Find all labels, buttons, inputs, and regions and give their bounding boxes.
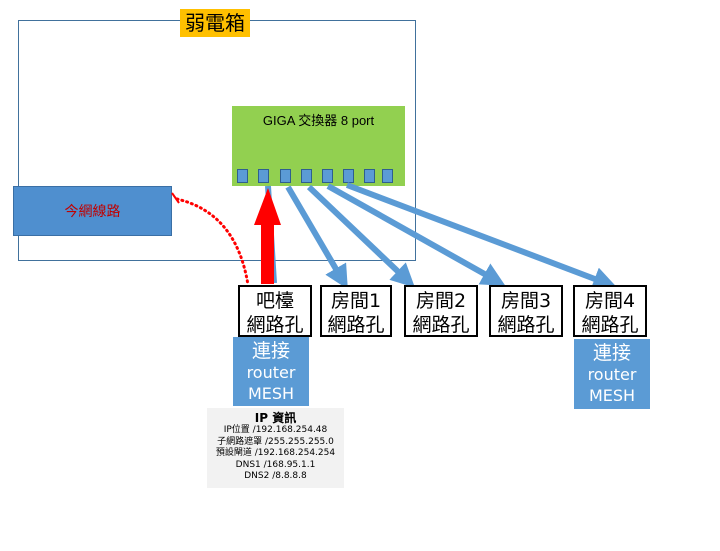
arrow-room4 xyxy=(345,182,617,291)
router-label: MESH xyxy=(247,384,295,403)
red-curve-tail xyxy=(171,192,180,204)
router-box-bar: 連接 router MESH xyxy=(233,337,309,406)
room-box-2: 房間2 網路孔 xyxy=(404,285,478,337)
room-label: 房間1 xyxy=(330,290,382,312)
router-label: 連接 xyxy=(251,340,290,362)
default-gateway: 預設閘道 /192.168.254.254 xyxy=(215,448,336,458)
switch-port-4 xyxy=(301,169,312,183)
switch-label: GIGA 交換器 8 port xyxy=(262,113,375,128)
switch-port-5 xyxy=(322,169,333,183)
room-box-4: 房間4 網路孔 xyxy=(573,285,647,337)
arrow-room3 xyxy=(326,183,506,286)
room-box-3: 房間3 網路孔 xyxy=(489,285,563,337)
router-label: MESH xyxy=(588,386,636,405)
room-sublabel: 網路孔 xyxy=(581,314,639,336)
router-label: router xyxy=(246,363,296,382)
room-box-1: 房間1 網路孔 xyxy=(320,285,392,337)
switch-port-2 xyxy=(258,169,269,183)
incoming-line-box: 今網線路 xyxy=(13,186,172,236)
switch-port-7 xyxy=(364,169,375,183)
router-box-room4: 連接 router MESH xyxy=(574,339,650,409)
dns2: DNS2 /8.8.8.8 xyxy=(244,471,307,481)
subnet-mask: 子網路遮罩 /255.255.255.0 xyxy=(217,436,334,447)
ip-info-panel: IP 資訊 IP位置 /192.168.254.48 子網路遮罩 /255.25… xyxy=(207,408,344,488)
arrow-room2 xyxy=(306,184,415,288)
dns1: DNS1 /168.95.1.1 xyxy=(235,459,316,470)
room-label: 吧檯 xyxy=(255,290,294,312)
room-label: 房間3 xyxy=(500,290,552,312)
cabinet-title: 弱電箱 xyxy=(180,9,250,37)
room-box-bar: 吧檯 網路孔 xyxy=(238,285,312,337)
router-label: 連接 xyxy=(592,342,631,364)
room-sublabel: 網路孔 xyxy=(246,314,304,336)
switch-port-1 xyxy=(237,169,248,183)
room-sublabel: 網路孔 xyxy=(412,314,470,336)
room-label: 房間2 xyxy=(415,290,467,312)
switch-port-3 xyxy=(280,169,291,183)
red-curve xyxy=(175,197,250,287)
room-sublabel: 網路孔 xyxy=(497,314,555,336)
ip-address: IP位置 /192.168.254.48 xyxy=(223,425,328,435)
room-label: 房間4 xyxy=(584,290,636,312)
switch-port-8 xyxy=(382,169,393,183)
red-arrow xyxy=(254,188,281,284)
room-sublabel: 網路孔 xyxy=(327,314,385,336)
router-label: router xyxy=(587,365,637,384)
ip-info-title: IP 資訊 xyxy=(254,411,297,425)
arrow-room1 xyxy=(285,185,348,290)
